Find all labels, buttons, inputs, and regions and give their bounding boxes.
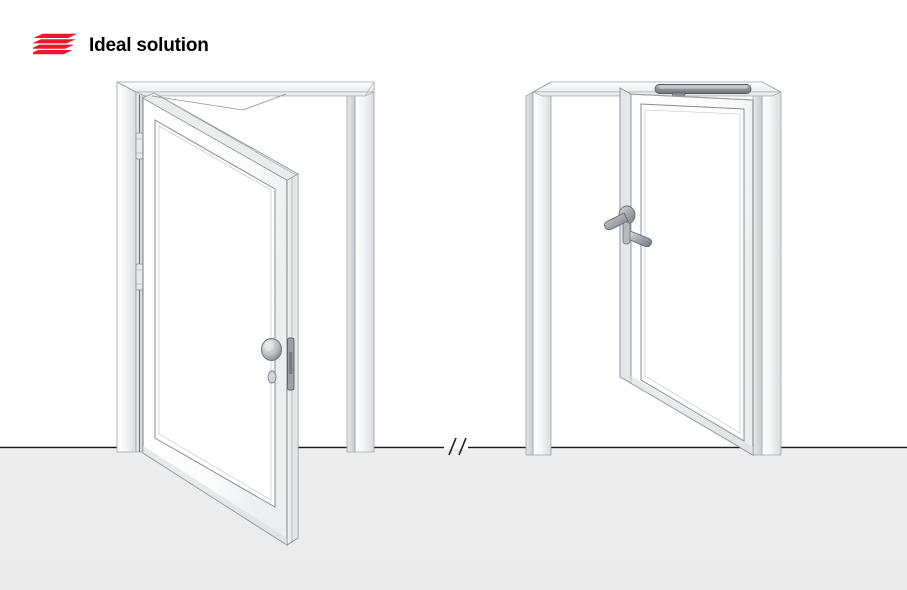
- left-frame-head-reveal: [151, 93, 287, 111]
- left-door-keyhole-icon: [267, 370, 277, 384]
- left-door-assembly: [116, 81, 375, 547]
- break-symbol-icon: [448, 437, 467, 456]
- right-door-assembly: [525, 80, 782, 456]
- left-door-strike-plate: [287, 337, 295, 391]
- brand-lockup: Ideal solution: [33, 31, 209, 59]
- left-frame-right-jamb: [346, 81, 375, 453]
- left-frame-head: [116, 81, 375, 97]
- hinge-lower-icon: [135, 263, 144, 291]
- right-door-leaf: [619, 87, 754, 456]
- right-door-closer: [654, 84, 752, 102]
- right-frame-right-jamb: [752, 80, 782, 456]
- left-door-leaf: [142, 92, 299, 547]
- right-frame-left-jamb: [525, 81, 552, 456]
- hinge-upper-icon: [135, 132, 144, 160]
- logo-rhombus-icon: [33, 33, 78, 55]
- brand-name: Ideal solution: [89, 34, 209, 56]
- floor-plane: [0, 449, 907, 590]
- right-frame-head-reveal: [628, 93, 754, 101]
- right-door-lever-handle[interactable]: [603, 205, 653, 248]
- left-door-knob[interactable]: [261, 338, 282, 361]
